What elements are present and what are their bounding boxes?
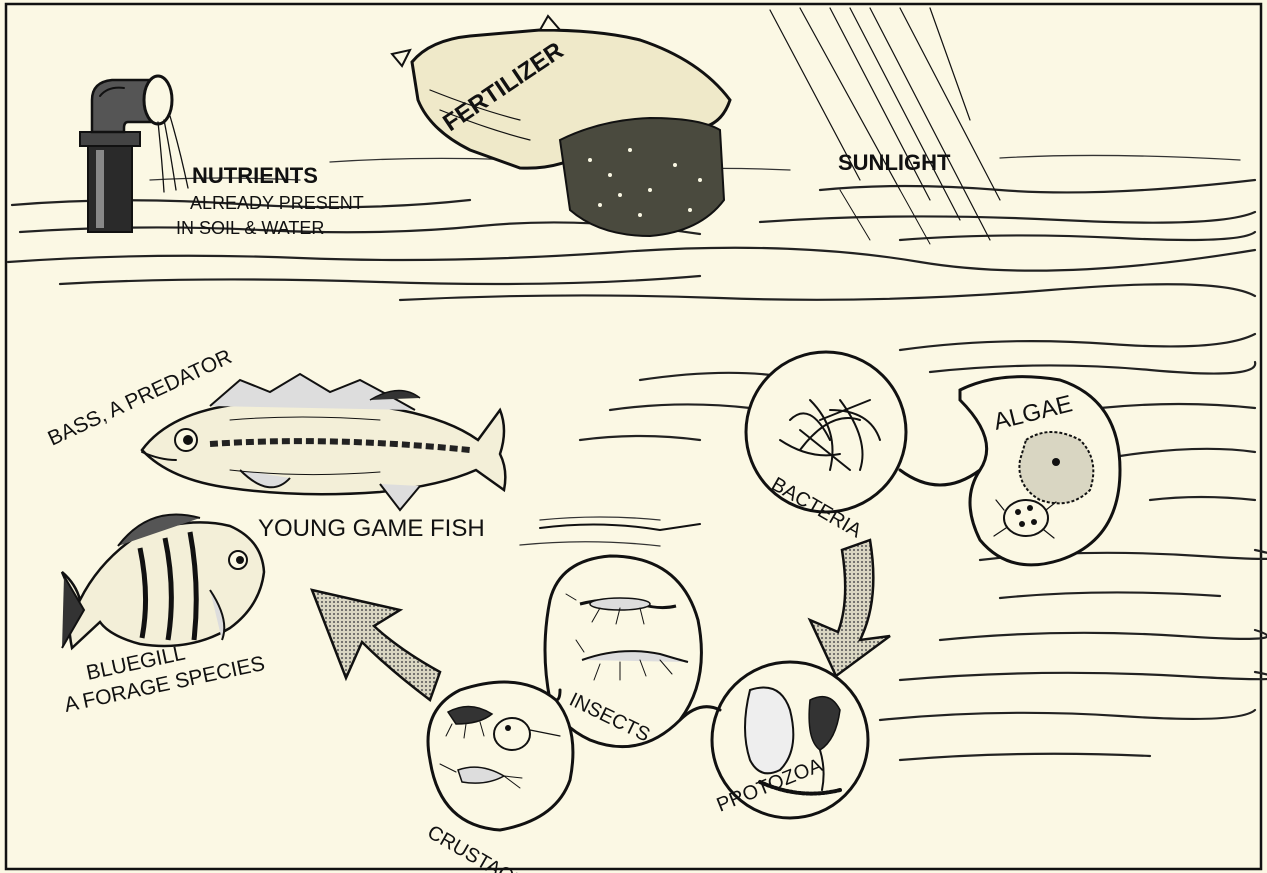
arrow-to-protozoa xyxy=(810,540,890,676)
young-game-fish-label: YOUNG GAME FISH xyxy=(258,515,485,542)
pipe-icon xyxy=(80,76,188,232)
bass-fish-icon xyxy=(142,374,505,510)
young-game-fish-pointer xyxy=(540,524,700,530)
connector-bacteria-algae xyxy=(900,470,980,485)
nutrients-line2: ALREADY PRESENT xyxy=(190,193,364,213)
nutrients-label: NUTRIENTS ALREADY PRESENT IN SOIL & WATE… xyxy=(176,163,364,238)
nutrients-line3: IN SOIL & WATER xyxy=(176,218,324,238)
sunlight-rays-icon xyxy=(770,8,1000,244)
nutrients-title: NUTRIENTS xyxy=(192,163,318,188)
bluegill-fish-icon xyxy=(62,515,264,649)
arrow-to-fish xyxy=(312,590,440,700)
sunlight-label: SUNLIGHT xyxy=(838,150,951,175)
crustaceans-bubble xyxy=(428,682,573,830)
